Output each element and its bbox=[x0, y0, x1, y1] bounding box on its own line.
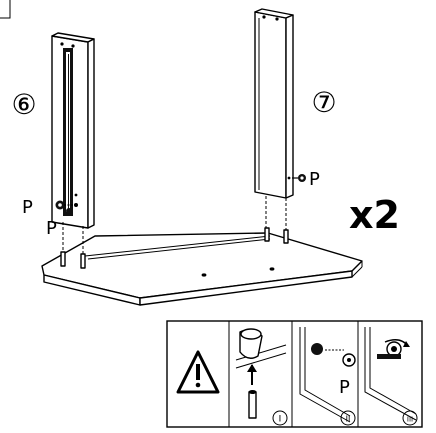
quantity-multiplier: x2 bbox=[349, 193, 400, 237]
cam-lock-left bbox=[55, 200, 74, 214]
right-side-panel bbox=[254, 8, 294, 230]
hardware-label-p-left-upper: P bbox=[22, 197, 33, 218]
hardware-label-p-detail: P bbox=[339, 377, 350, 398]
panel-number-6: ⑥ bbox=[11, 88, 36, 121]
step-label-2: II bbox=[346, 415, 351, 424]
detail-strip: I P II III bbox=[166, 320, 423, 428]
left-side-panel bbox=[51, 32, 95, 254]
warning-icon bbox=[176, 350, 220, 394]
base-board bbox=[41, 227, 363, 306]
detail-step-1: I bbox=[235, 328, 288, 426]
hardware-label-p-left-lower: P bbox=[46, 218, 57, 239]
step-label-1: I bbox=[279, 415, 282, 425]
corner-fragment bbox=[0, 0, 11, 19]
panel-number-7: ⑦ bbox=[311, 86, 336, 119]
detail-step-3: III bbox=[364, 327, 418, 426]
detail-step-2: P II bbox=[299, 327, 356, 426]
step-label-3: III bbox=[407, 416, 413, 424]
cam-lock-right bbox=[292, 174, 306, 182]
hardware-label-p-right: P bbox=[309, 169, 320, 190]
